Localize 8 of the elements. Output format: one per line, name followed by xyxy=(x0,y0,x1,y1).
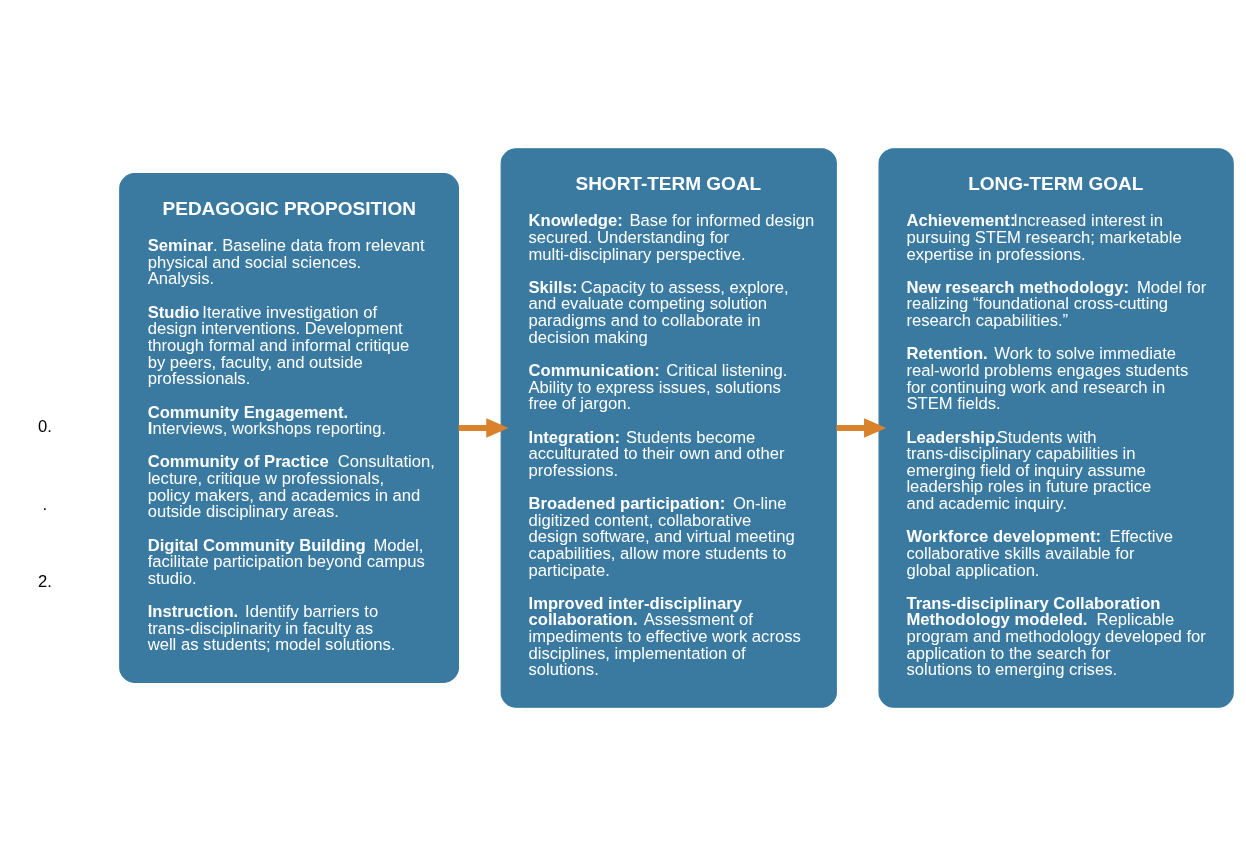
label: 0. xyxy=(37,416,52,436)
node-box: LONG-TERM GOAL Achievement:Increased interest in pursuing STEM research; marketable expertise in professions. New research methodology: Model for realizing “foundational cross-cutting research capabilities.” Retention. Work to solve immediate real-world problems engages students for continuing work and research in STEM fields. Leadership.Students with trans-disciplinary capabilities in emerging field of inquiry assume leadership roles in future practice and academic inquiry. Workforce development: Effective collaborative skills available for global application. Trans-disciplinary Collaboration Methodology modeled. Replicable program and methodology developed for application to the search for solutions to emerging crises. xyxy=(878,147,1234,708)
label: 2. xyxy=(37,571,52,591)
label: . xyxy=(42,494,48,514)
arrow xyxy=(836,417,887,438)
node-box: PEDAGOGIC PROPOSITION Seminar. Baseline data from relevant physical and social sciences. Analysis. Studio Iterative investigation of design interventions. Development through formal and informal critique by peers, faculty, and outside professionals. Community Engagement. Interviews, workshops reporting. Community of Practice Consultation, lecture, critique w professionals, policy makers, and academics in and outside disciplinary areas. Digital Community Building Model, facilitate participation beyond campus studio. Instruction. Identify barriers to trans-disciplinarity in faculty as well as students; model solutions. xyxy=(119,172,459,683)
node-box: SHORT-TERM GOAL Knowledge: Base for informed design secured. Understanding for multi-disciplinary perspective. Skills: Capacity to assess, explore, and evaluate competing solution paradigms and to collaborate in decision making Communication: Critical listening. Ability to express issues, solutions free of jargon. Integration: Students become acculturated to their own and other professions. Broadened participation: On-line digitized content, collaborative design software, and virtual meeting capabilities, allow more students to participate. Improved inter-disciplinary collaboration. Assessment of impediments to effective work across disciplines, implementation of solutions. xyxy=(500,147,837,708)
arrow xyxy=(458,417,509,438)
